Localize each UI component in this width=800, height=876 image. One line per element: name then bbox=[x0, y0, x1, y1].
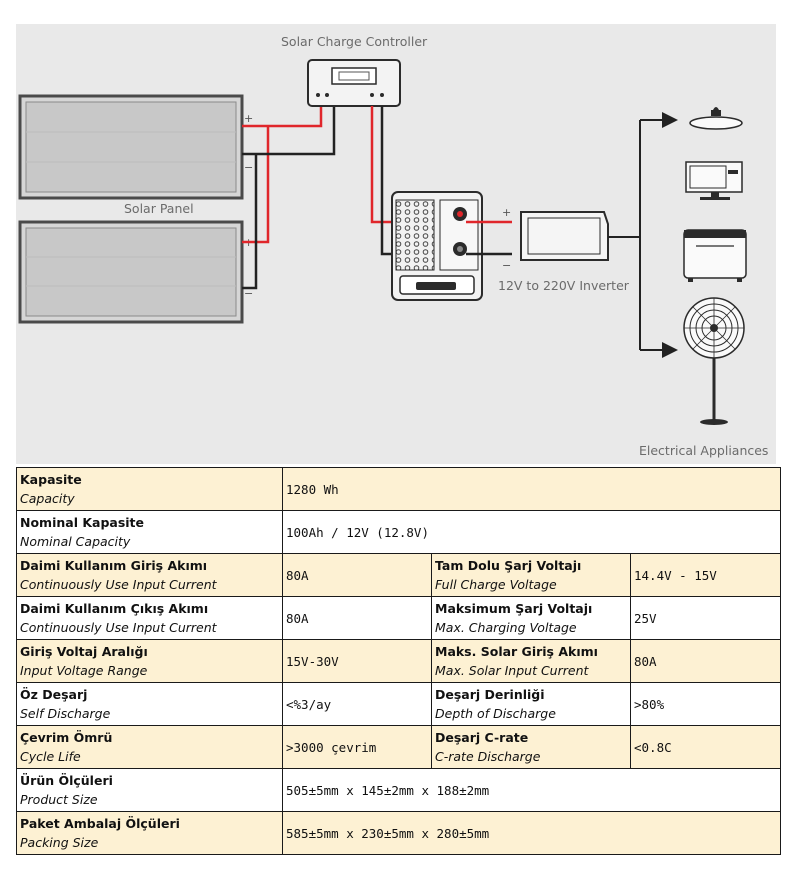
spec-label-en: Max. Charging Voltage bbox=[435, 620, 577, 635]
fan-icon bbox=[683, 297, 745, 425]
spec-label-tr: Maks. Solar Giriş Akımı bbox=[435, 644, 598, 659]
spec-label-tr: Paket Ambalaj Ölçüleri bbox=[20, 816, 180, 831]
appliances-label: Electrical Appliances bbox=[639, 443, 768, 458]
spec-label-tr: Daimi Kullanım Çıkış Akımı bbox=[20, 601, 209, 616]
spec-value: 585±5mm x 230±5mm x 280±5mm bbox=[281, 811, 782, 855]
spec-label-tr: Deşarj C-rate bbox=[435, 730, 529, 745]
appliance-box-icon bbox=[683, 229, 747, 282]
inverter-minus-sign: − bbox=[502, 259, 511, 272]
spec-row-product-size: Ürün Ölçüleri Product Size 505±5mm x 145… bbox=[16, 768, 782, 812]
spec-value: <%3/ay bbox=[282, 682, 432, 726]
spec-label-tr: Daimi Kullanım Giriş Akımı bbox=[20, 558, 208, 573]
spec-label-en: C-rate Discharge bbox=[435, 749, 541, 764]
inverter-wiring bbox=[466, 220, 512, 256]
spec-value: >80% bbox=[629, 682, 782, 726]
spec-value: 15V-30V bbox=[282, 639, 432, 683]
spec-row-nominal-capacity: Nominal Kapasite Nominal Capacity 100Ah … bbox=[16, 510, 782, 554]
ceiling-lamp-icon bbox=[689, 107, 743, 130]
controller-label: Solar Charge Controller bbox=[281, 34, 428, 49]
spec-label-cell: Daimi Kullanım Giriş Akımı Continuously … bbox=[16, 553, 283, 597]
spec-label-en: Depth of Discharge bbox=[435, 706, 556, 721]
panel-top-plus-sign: + bbox=[244, 112, 253, 125]
charge-controller bbox=[307, 59, 401, 107]
solar-panel-label: Solar Panel bbox=[124, 201, 194, 216]
inverter-label: 12V to 220V Inverter bbox=[498, 278, 630, 293]
spec-value: 505±5mm x 145±2mm x 188±2mm bbox=[281, 768, 782, 812]
spec-label-cell: Çevrim Ömrü Cycle Life bbox=[16, 725, 283, 769]
spec-label-cell: Ürün Ölçüleri Product Size bbox=[16, 768, 283, 812]
spec-label-cell: Giriş Voltaj Aralığı Input Voltage Range bbox=[16, 639, 283, 683]
spec-row-input-current: Daimi Kullanım Giriş Akımı Continuously … bbox=[16, 553, 782, 597]
spec-label-cell: Nominal Kapasite Nominal Capacity bbox=[16, 510, 283, 554]
spec-value: 1280 Wh bbox=[281, 467, 782, 511]
spec-label-tr: Öz Deşarj bbox=[20, 687, 88, 702]
spec-label-tr: Çevrim Ömrü bbox=[20, 730, 113, 745]
panel-wiring bbox=[242, 106, 336, 290]
inverter bbox=[520, 211, 609, 261]
panel-top-minus-sign: − bbox=[244, 161, 253, 174]
spec-value: <0.8C bbox=[629, 725, 782, 769]
spec-label-en: Self Discharge bbox=[20, 706, 111, 721]
spec-label-cell: Tam Dolu Şarj Voltajı Full Charge Voltag… bbox=[431, 553, 631, 597]
spec-label-cell: Maks. Solar Giriş Akımı Max. Solar Input… bbox=[431, 639, 631, 683]
spec-row-self-discharge: Öz Deşarj Self Discharge <%3/ay Deşarj D… bbox=[16, 682, 782, 726]
spec-row-output-current: Daimi Kullanım Çıkış Akımı Continuously … bbox=[16, 596, 782, 640]
spec-value: 14.4V - 15V bbox=[629, 553, 782, 597]
inverter-plus-sign: + bbox=[502, 206, 511, 219]
spec-label-en: Product Size bbox=[20, 792, 98, 807]
spec-label-en: Full Charge Voltage bbox=[435, 577, 557, 592]
spec-table: Kapasite Capacity 1280 Wh Nominal Kapasi… bbox=[16, 467, 782, 855]
spec-label-cell: Maksimum Şarj Voltajı Max. Charging Volt… bbox=[431, 596, 631, 640]
spec-row-capacity: Kapasite Capacity 1280 Wh bbox=[16, 467, 782, 511]
spec-label-tr: Giriş Voltaj Aralığı bbox=[20, 644, 148, 659]
spec-value: 80A bbox=[282, 596, 432, 640]
solar-panel-bottom bbox=[18, 220, 244, 324]
spec-label-en: Input Voltage Range bbox=[20, 663, 148, 678]
spec-label-cell: Öz Deşarj Self Discharge bbox=[16, 682, 283, 726]
spec-value: 80A bbox=[629, 639, 782, 683]
spec-label-cell: Paket Ambalaj Ölçüleri Packing Size bbox=[16, 811, 283, 855]
spec-value: 100Ah / 12V (12.8V) bbox=[281, 510, 782, 554]
spec-label-tr: Deşarj Derinliği bbox=[435, 687, 545, 702]
spec-label-en: Continuously Use Input Current bbox=[20, 577, 217, 592]
spec-label-en: Packing Size bbox=[20, 835, 99, 850]
spec-label-tr: Tam Dolu Şarj Voltajı bbox=[435, 558, 582, 573]
spec-label-tr: Ürün Ölçüleri bbox=[20, 773, 113, 788]
solar-system-diagram: Solar Panel + − + − Solar Charge Control… bbox=[16, 24, 776, 464]
spec-label-cell: Deşarj Derinliği Depth of Discharge bbox=[431, 682, 631, 726]
spec-label-cell: Daimi Kullanım Çıkış Akımı Continuously … bbox=[16, 596, 283, 640]
spec-row-packing-size: Paket Ambalaj Ölçüleri Packing Size 585±… bbox=[16, 811, 782, 855]
spec-label-en: Cycle Life bbox=[20, 749, 81, 764]
spec-value: 25V bbox=[629, 596, 782, 640]
spec-label-cell: Kapasite Capacity bbox=[16, 467, 283, 511]
spec-label-cell: Deşarj C-rate C-rate Discharge bbox=[431, 725, 631, 769]
panel-bottom-minus-sign: − bbox=[244, 287, 253, 300]
battery bbox=[391, 191, 483, 301]
spec-label-en: Capacity bbox=[20, 491, 75, 506]
solar-panel-top bbox=[18, 94, 244, 200]
spec-label-tr: Kapasite bbox=[20, 472, 82, 487]
monitor-icon bbox=[685, 161, 743, 200]
spec-label-tr: Maksimum Şarj Voltajı bbox=[435, 601, 593, 616]
spec-label-en: Continuously Use Input Current bbox=[20, 620, 217, 635]
appliance-wiring bbox=[608, 112, 678, 358]
spec-value: 80A bbox=[282, 553, 432, 597]
spec-row-voltage-range: Giriş Voltaj Aralığı Input Voltage Range… bbox=[16, 639, 782, 683]
spec-label-en: Nominal Capacity bbox=[20, 534, 131, 549]
spec-row-cycle-life: Çevrim Ömrü Cycle Life >3000 çevrim Deşa… bbox=[16, 725, 782, 769]
spec-label-tr: Nominal Kapasite bbox=[20, 515, 145, 530]
spec-label-en: Max. Solar Input Current bbox=[435, 663, 589, 678]
spec-value: >3000 çevrim bbox=[282, 725, 432, 769]
